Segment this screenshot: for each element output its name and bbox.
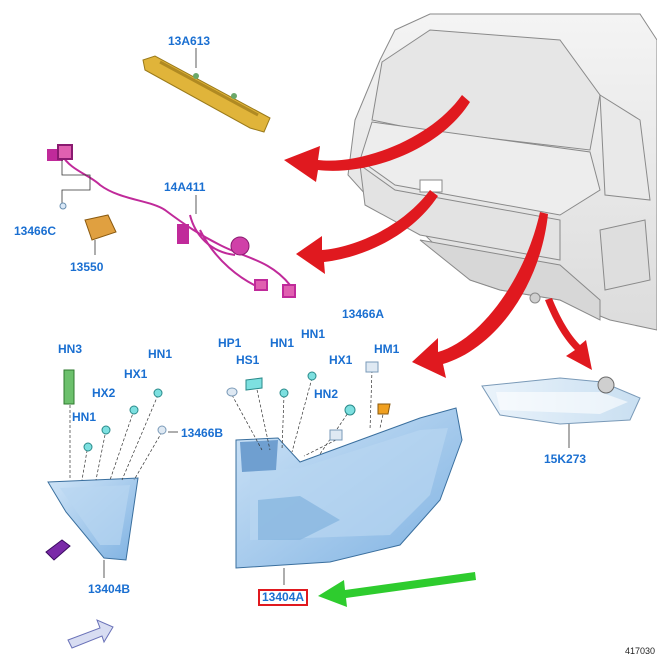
label-13466C: 13466C — [14, 224, 57, 238]
callout-arrows — [284, 95, 592, 378]
high-mount-stop-lamp — [142, 48, 271, 133]
label-HN1-left-bottom: HN1 — [72, 410, 97, 424]
label-13A613: 13A613 — [168, 34, 211, 48]
lamp-13404A-assembly — [226, 361, 463, 585]
label-13466B: 13466B — [181, 426, 224, 440]
label-HN3: HN3 — [58, 342, 83, 356]
label-15K273: 15K273 — [544, 452, 587, 466]
callout-arrow-rear-lamp — [412, 212, 548, 378]
callout-arrow-high-mount-lamp — [284, 95, 470, 182]
reference-number: 417030 — [625, 646, 656, 656]
label-13404A-highlighted[interactable]: 13404A — [258, 589, 309, 606]
label-HN2: HN2 — [314, 387, 339, 401]
fog-lamp-15K273 — [481, 376, 641, 448]
wiring-harness — [47, 144, 296, 298]
bulb-and-relay-group — [59, 160, 117, 255]
callout-arrow-harness — [296, 190, 438, 274]
label-HN1-main-a: HN1 — [270, 336, 295, 350]
label-HN1-main-b: HN1 — [301, 327, 326, 341]
label-HS1: HS1 — [236, 353, 260, 367]
label-13550: 13550 — [70, 260, 104, 274]
callout-arrow-fog-lamp — [545, 298, 592, 370]
label-HX1-left: HX1 — [124, 367, 148, 381]
label-HP1: HP1 — [218, 336, 242, 350]
lamp-13404B-assembly — [45, 369, 178, 578]
pointer-arrow — [318, 572, 476, 607]
label-HM1: HM1 — [374, 342, 400, 356]
vehicle-rear — [347, 13, 657, 331]
label-HX2: HX2 — [92, 386, 116, 400]
label-HN1-left-top: HN1 — [148, 347, 173, 361]
label-14A411: 14A411 — [164, 180, 206, 194]
label-13404B: 13404B — [88, 582, 131, 596]
orientation-arrow-icon — [67, 619, 114, 649]
label-13466A: 13466A — [342, 307, 385, 321]
label-HX1-main: HX1 — [329, 353, 353, 367]
